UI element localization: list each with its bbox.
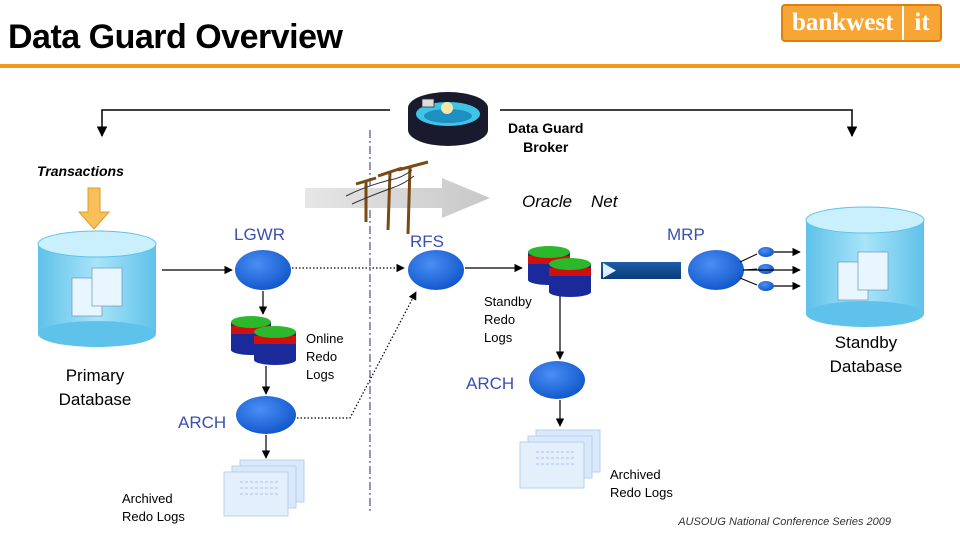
archived-standby-line2: Redo Logs xyxy=(610,485,673,500)
archived-logs-primary-icon xyxy=(223,459,305,517)
brand-logo: bankwest it xyxy=(781,4,942,42)
arch-standby-process-icon xyxy=(529,361,585,399)
title-divider xyxy=(0,64,960,68)
primary-database-line1: Primary xyxy=(65,366,125,385)
logo-suffix-text: it xyxy=(902,6,939,40)
lgwr-process-icon xyxy=(235,250,291,290)
primary-database-label: Primary Database xyxy=(40,364,150,412)
online-redo-logs-icon xyxy=(231,316,296,365)
standby-database-label: Standby Database xyxy=(812,331,920,379)
standby-redo-line3: Logs xyxy=(484,330,513,345)
transactions-arrow xyxy=(77,187,111,230)
primary-database-icon xyxy=(37,230,157,347)
network-poles-icon xyxy=(345,160,429,235)
broker-label-line1: Data Guard xyxy=(508,120,584,136)
broker-label-line2: Broker xyxy=(523,139,569,155)
online-redo-line3: Logs xyxy=(306,367,335,382)
primary-database-line2: Database xyxy=(58,390,132,409)
flow-arrows xyxy=(162,247,801,459)
archived-logs-primary-label: Archived Redo Logs xyxy=(122,490,185,526)
archived-primary-line1: Archived xyxy=(122,491,173,506)
logo-brand-text: bankwest xyxy=(792,9,894,36)
standby-redo-line2: Redo xyxy=(484,312,516,327)
standby-redo-line1: Standby xyxy=(484,294,532,309)
standby-database-icon xyxy=(805,206,925,327)
broker-label: Data Guard Broker xyxy=(508,119,583,157)
archived-primary-line2: Redo Logs xyxy=(122,509,185,524)
oracle-net-label: Oracle Net xyxy=(522,192,618,211)
oracle-net-arrow xyxy=(305,178,490,218)
online-redo-line1: Online xyxy=(306,331,344,346)
arch-primary-process-icon xyxy=(236,396,296,434)
transactions-label: Transactions xyxy=(37,163,124,179)
online-redo-logs-label: Online Redo Logs xyxy=(306,330,344,384)
page-title: Data Guard Overview xyxy=(8,18,343,56)
standby-database-line1: Standby xyxy=(834,333,898,352)
lgwr-label: LGWR xyxy=(234,225,285,244)
archived-standby-line1: Archived xyxy=(610,467,661,482)
recovery-slaves-icon xyxy=(739,247,774,291)
footer-text: AUSOUG National Conference Series 2009 xyxy=(678,516,891,528)
redo-apply-bar-icon xyxy=(601,262,681,279)
arch-standby-label: ARCH xyxy=(466,374,515,393)
rfs-process-icon xyxy=(408,250,464,290)
broker-connector xyxy=(96,109,858,138)
broker-icon xyxy=(408,92,488,146)
archived-logs-standby-icon xyxy=(519,429,601,489)
rfs-label: RFS xyxy=(410,232,444,251)
mrp-process-icon xyxy=(688,250,744,290)
mrp-label: MRP xyxy=(667,225,705,244)
online-redo-line2: Redo xyxy=(306,349,338,364)
standby-redo-logs-label: Standby Redo Logs xyxy=(484,293,532,347)
archived-logs-standby-label: Archived Redo Logs xyxy=(610,466,673,502)
standby-redo-logs-icon xyxy=(528,246,591,297)
arch-primary-label: ARCH xyxy=(178,413,227,432)
standby-database-line2: Database xyxy=(829,357,903,376)
